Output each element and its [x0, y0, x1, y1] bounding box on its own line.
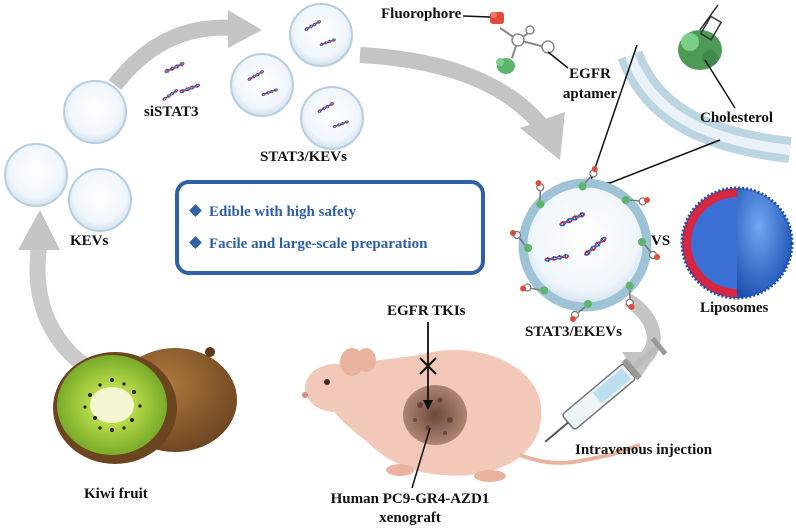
arrow-kevs-to-sistat3-head [228, 10, 262, 48]
kev-vesicles [4, 80, 132, 232]
arrow-kevs-to-ekevs [359, 47, 552, 136]
mouse-illustration [302, 348, 641, 482]
aptamer-conjugate [490, 12, 555, 74]
diamond-bullet-icon [189, 236, 202, 249]
stat3-kev-vesicles [230, 3, 364, 150]
xenograft-label-line1: Human PC9-GR4-AZD1 [330, 491, 490, 507]
feature-text: Edible with high safety [209, 204, 357, 220]
feature-text: Facile and large-scale preparation [209, 236, 428, 252]
cholesterol-label: Cholesterol [700, 110, 774, 126]
kiwi-fruit-label: Kiwi fruit [84, 486, 148, 502]
liposome-illustration [680, 186, 794, 300]
kiwi-fruit-illustration [53, 347, 237, 464]
membrane-zoom [617, 4, 792, 163]
vs-label: VS [651, 233, 671, 249]
diamond-bullet-icon [189, 204, 202, 217]
egfr-label: EGFR [569, 66, 611, 82]
sistat3-free [161, 60, 202, 103]
stat3-ekev-particle [509, 164, 661, 323]
xenograft-label-line2: xenograft [379, 510, 441, 526]
liposomes-label: Liposomes [700, 300, 769, 316]
arrow-kevs-to-sistat3 [108, 19, 236, 90]
stat3-ekevs-label: STAT3/EKEVs [525, 324, 622, 340]
arrow-kevs-to-ekevs-head [520, 112, 565, 160]
aptamer-leader [547, 51, 569, 69]
intravenous-injection-label: Intravenous injection [575, 442, 713, 458]
fluorophore-label: Fluorophore [381, 6, 462, 22]
fluorophore-leader [462, 15, 491, 18]
kevs-label: KEVs [70, 233, 109, 249]
feature-box: Edible with high safety Facile and large… [175, 180, 485, 275]
aptamer-label: aptamer [562, 86, 618, 102]
stat3-kevs-label: STAT3/KEVs [260, 149, 347, 165]
feature-item: Facile and large-scale preparation [189, 236, 428, 253]
cholesterol-leader [704, 59, 736, 109]
feature-item: Edible with high safety [189, 204, 357, 221]
egfr-tkis-label: EGFR TKIs [387, 303, 466, 319]
syringe-illustration [544, 337, 668, 443]
arrow-kiwi-to-kevs-head [18, 210, 60, 250]
sistat3-label: siSTAT3 [144, 104, 199, 120]
xenograft-leader [411, 427, 431, 489]
